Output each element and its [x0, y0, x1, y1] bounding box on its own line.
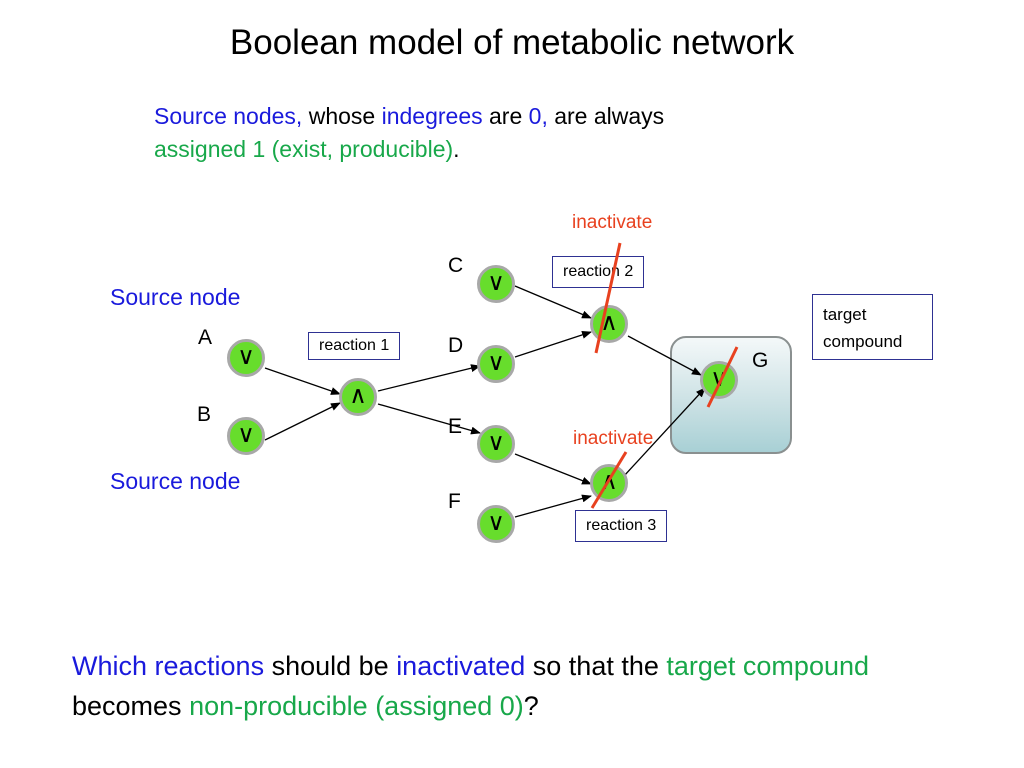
reaction-3-box: reaction 3 [575, 510, 668, 542]
node-e-or: ∨ [477, 425, 515, 463]
intro-text-2: are [482, 103, 529, 129]
intro-period: . [453, 136, 460, 162]
edge-b-r1 [264, 402, 341, 441]
edge-r3-g [623, 387, 706, 477]
reaction-2-box: reaction 2 [552, 256, 645, 288]
target-compound-container [670, 336, 792, 454]
edge-a-r1 [264, 367, 341, 395]
target-compound-box: target compound [812, 294, 933, 360]
node-label-c: C [448, 254, 464, 277]
question-non-producible: non-producible (assigned 0) [189, 691, 524, 721]
intro-indegrees: indegrees [381, 103, 483, 129]
intro-zero: 0, [528, 103, 548, 129]
inactivate-strike-reaction-2 [594, 242, 622, 354]
intro-source-nodes: Source nodes, [154, 103, 303, 129]
edge-f-r3 [514, 494, 592, 518]
source-node-label-bottom: Source node [110, 468, 241, 494]
question-inactivated: inactivated [396, 651, 526, 681]
node-label-e: E [448, 415, 463, 438]
intro-text-3: are always [547, 103, 665, 129]
node-label-d: D [448, 334, 464, 357]
reaction-2-and-node: ∧ [590, 305, 628, 343]
question-mark: ? [523, 691, 539, 721]
target-compound-line1: target [823, 305, 867, 324]
inactivate-label-bottom: inactivate [573, 428, 654, 449]
node-b-or: ∨ [227, 417, 265, 455]
edge-d-r2 [514, 331, 592, 358]
slide-title: Boolean model of metabolic network [229, 23, 795, 62]
node-f-or: ∨ [477, 505, 515, 543]
inactivate-label-top: inactivate [572, 212, 653, 233]
source-node-label-top: Source node [110, 284, 241, 310]
question-text-2: so that the [525, 651, 667, 681]
node-d-or: ∨ [477, 345, 515, 383]
node-label-a: A [198, 326, 213, 349]
node-label-g: G [752, 349, 769, 372]
target-compound-line2: compound [823, 332, 903, 351]
question-text-3: becomes [72, 691, 190, 721]
reaction-1-and-node: ∧ [339, 378, 377, 416]
edge-r2-g [627, 335, 702, 376]
inactivate-strike-g [706, 346, 739, 408]
question-text: Which reactions should be inactivated so… [72, 646, 972, 726]
edge-e-r3 [514, 453, 592, 485]
node-c-or: ∨ [477, 265, 515, 303]
reaction-1-box: reaction 1 [308, 332, 401, 360]
node-g-or: ∨ [700, 361, 738, 399]
edge-r1-d [377, 364, 481, 392]
question-target-compound: target compound [666, 651, 870, 681]
question-text-1: should be [264, 651, 397, 681]
node-label-b: B [197, 403, 212, 426]
edge-c-r2 [514, 285, 592, 319]
question-which-reactions: Which reactions [72, 651, 265, 681]
intro-text-1: whose [302, 103, 382, 129]
edge-r1-e [377, 403, 481, 435]
node-label-f: F [448, 490, 461, 513]
node-a-or: ∨ [227, 339, 265, 377]
intro-assigned: assigned 1 (exist, producible) [154, 136, 454, 162]
inactivate-strike-reaction-3 [590, 451, 628, 509]
intro-text: Source nodes, whose indegrees are 0, are… [154, 100, 714, 166]
